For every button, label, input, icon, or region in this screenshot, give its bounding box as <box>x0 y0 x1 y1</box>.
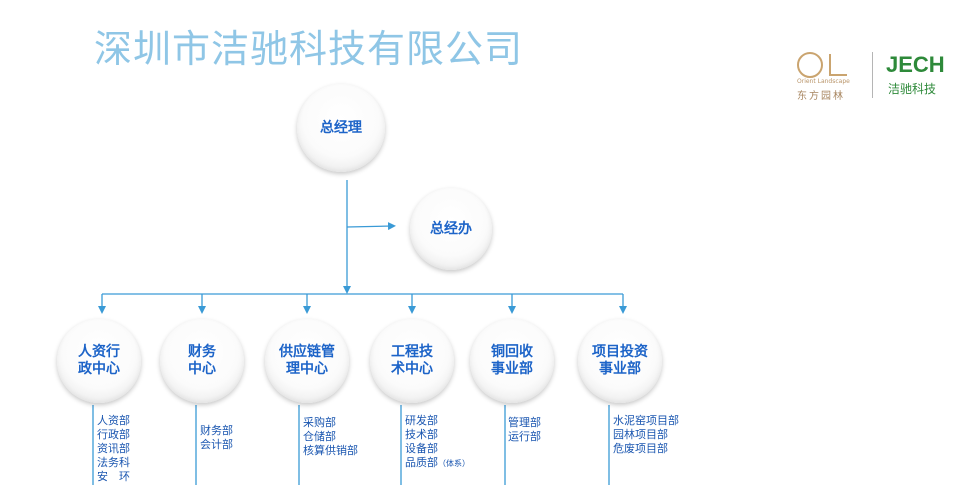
list-item: 园林项目部 <box>613 428 668 441</box>
office-branch <box>346 222 396 231</box>
ol-mark-icon <box>797 52 859 96</box>
dept-label-line1: 人资行 <box>78 344 120 360</box>
list-item: 会计部 <box>200 438 233 451</box>
list-item: 资讯部 <box>97 442 130 455</box>
dept-label-line1: 铜回收 <box>491 344 533 360</box>
dept-label-line2: 术中心 <box>391 361 433 377</box>
list-item: 仓储部 <box>303 430 336 443</box>
list-item: 安 环 <box>97 470 130 483</box>
logo-divider <box>872 52 873 98</box>
list-item: 管理部 <box>508 416 541 429</box>
sub-list-finance: 财务部 会计部 <box>200 424 233 452</box>
ol-chinese: 东方园林 <box>797 91 845 102</box>
list-item: 核算供销部 <box>303 444 358 457</box>
list-item: 人资部 <box>97 414 130 427</box>
list-item: 法务科 <box>97 456 130 469</box>
list-item: 水泥窑项目部 <box>613 414 679 427</box>
dept-label-line1: 财务 <box>188 344 216 360</box>
sub-list-hr-admin: 人资部 行政部 资讯部 法务科 安 环 <box>97 414 130 484</box>
list-item: 品质部 <box>405 456 438 469</box>
list-item: 技术部 <box>405 428 438 441</box>
dept-node-project-investment[interactable]: 项目投资 事业部 <box>578 319 662 403</box>
system-note: （体系） <box>438 459 470 468</box>
company-title: 深圳市洁驰科技有限公司 <box>94 27 524 71</box>
sub-list-supply-chain: 采购部 仓储部 核算供销部 <box>303 416 358 458</box>
sub-list-engineering: 研发部 技术部 设备部 品质部（体系） <box>405 414 470 470</box>
dept-node-supply-chain[interactable]: 供应链管 理中心 <box>265 319 349 403</box>
dept-label-line2: 政中心 <box>78 361 120 377</box>
dept-node-hr-admin[interactable]: 人资行 政中心 <box>57 319 141 403</box>
dept-label-line1: 项目投资 <box>592 344 648 360</box>
dept-label-line1: 供应链管 <box>279 344 335 360</box>
dept-node-finance[interactable]: 财务 中心 <box>160 319 244 403</box>
general-manager-node[interactable]: 总经理 <box>297 84 385 172</box>
sub-list-copper-recycling: 管理部 运行部 <box>508 416 541 444</box>
jech-wordmark: JECH <box>886 52 945 77</box>
list-item: 研发部 <box>405 414 438 427</box>
dept-node-copper-recycling[interactable]: 铜回收 事业部 <box>470 319 554 403</box>
dept-label-line1: 工程技 <box>391 344 433 360</box>
list-item: 采购部 <box>303 416 336 429</box>
sub-list-project-investment: 水泥窑项目部 园林项目部 危废项目部 <box>613 414 679 456</box>
list-item: 行政部 <box>97 428 130 441</box>
gm-office-node[interactable]: 总经办 <box>410 188 492 270</box>
dept-node-engineering[interactable]: 工程技 术中心 <box>370 319 454 403</box>
list-item: 财务部 <box>200 424 233 437</box>
list-item: 运行部 <box>508 430 541 443</box>
ol-subtitle: Orient Landscape <box>797 78 850 85</box>
list-item: 设备部 <box>405 442 438 455</box>
dept-label-line2: 理中心 <box>286 361 328 377</box>
dept-label-line2: 事业部 <box>599 361 641 377</box>
jech-chinese: 洁驰科技 <box>888 82 937 96</box>
dept-label-line2: 事业部 <box>491 361 533 377</box>
list-item-with-note: 品质部（体系） <box>405 456 470 470</box>
list-item: 危废项目部 <box>613 442 668 455</box>
dept-label-line2: 中心 <box>188 361 216 377</box>
